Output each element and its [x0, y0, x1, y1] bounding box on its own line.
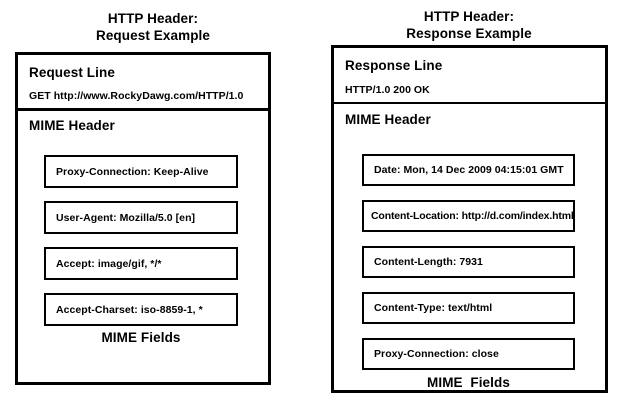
request-panel-title: HTTP Header: Request Example	[95, 11, 211, 43]
response-panel: Response Line HTTP/1.0 200 OK MIME Heade…	[331, 45, 608, 393]
request-field-box-1[interactable]: User-Agent: Mozilla/5.0 [en]	[44, 201, 238, 234]
response-panel-title: HTTP Header: Response Example	[406, 9, 532, 41]
response-field-box-1[interactable]: Content-Location: http://d.com/index.htm…	[362, 200, 575, 232]
request-field-box-2[interactable]: Accept: image/gif, */*	[44, 247, 238, 280]
response-field-box-3[interactable]: Content-Type: text/html	[362, 292, 575, 324]
request-field-text-3: Accept-Charset: iso-8859-1, *	[56, 303, 203, 316]
request-line-divider	[18, 108, 268, 111]
request-field-text-0: Proxy-Connection: Keep-Alive	[56, 165, 209, 178]
request-field-box-3[interactable]: Accept-Charset: iso-8859-1, *	[44, 293, 238, 326]
request-field-box-0[interactable]: Proxy-Connection: Keep-Alive	[44, 155, 238, 188]
request-field-text-1: User-Agent: Mozilla/5.0 [en]	[56, 211, 196, 224]
response-field-box-2[interactable]: Content-Length: 7931	[362, 246, 575, 278]
request-field-text-2: Accept: image/gif, */*	[56, 257, 162, 270]
response-field-box-0[interactable]: Date: Mon, 14 Dec 2009 04:15:01 GMT	[362, 154, 575, 186]
response-field-box-4[interactable]: Proxy-Connection: close	[362, 338, 575, 370]
response-mime-fields-label: MIME Fields	[427, 375, 510, 390]
response-field-text-3: Content-Type: text/html	[374, 302, 493, 314]
request-mime-fields-label: MIME Fields	[101, 330, 181, 345]
response-field-text-2: Content-Length: 7931	[374, 256, 483, 268]
request-mime-header-heading: MIME Header	[29, 118, 115, 133]
response-line-value: HTTP/1.0 200 OK	[345, 84, 430, 96]
response-field-text-4: Proxy-Connection: close	[374, 348, 499, 360]
response-line-heading: Response Line	[345, 58, 443, 73]
response-mime-header-heading: MIME Header	[345, 112, 431, 127]
response-field-text-1: Content-Location: http://d.com/index.htm…	[371, 210, 574, 222]
request-panel: Request Line GET http://www.RockyDawg.co…	[15, 52, 271, 385]
request-line-value: GET http://www.RockyDawg.com/HTTP/1.0	[29, 90, 244, 102]
response-line-divider	[334, 102, 605, 104]
request-line-heading: Request Line	[29, 65, 115, 80]
response-field-text-0: Date: Mon, 14 Dec 2009 04:15:01 GMT	[374, 164, 564, 176]
